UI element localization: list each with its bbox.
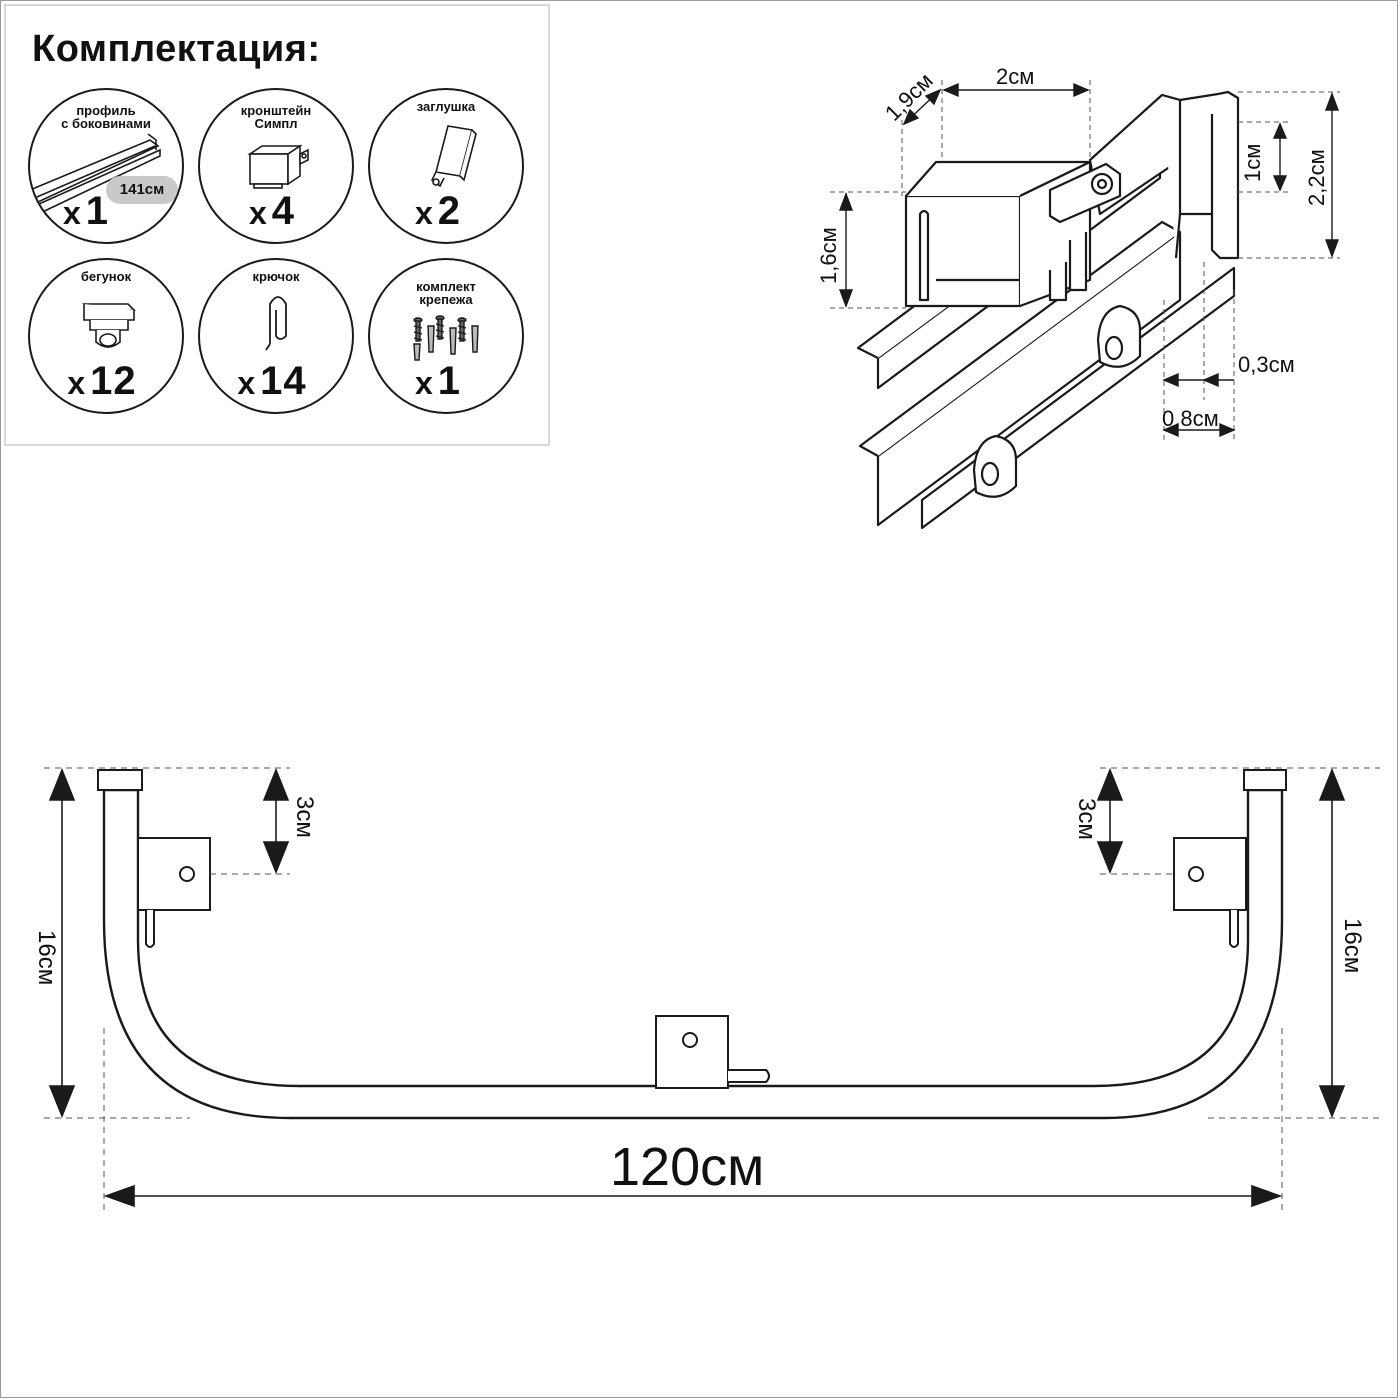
kit-item-label: комплект крепежа <box>416 279 476 307</box>
bracket-left <box>137 837 211 911</box>
dim-right-offset: 3см <box>1073 798 1100 840</box>
dim-left-height: 16см <box>33 930 60 986</box>
length-badge: 141см <box>106 176 178 204</box>
lower-rail <box>876 230 1182 527</box>
profile-rail-icon <box>30 133 161 217</box>
kit-item-label: профиль с боковинами <box>61 103 151 131</box>
dim-width: 2см <box>996 64 1035 89</box>
kit-title: Комплектация: <box>32 28 321 70</box>
glider-icon <box>82 303 136 348</box>
bracket-right <box>1173 837 1247 911</box>
screws-icon <box>413 315 479 361</box>
bracket-middle <box>655 1015 729 1089</box>
dim-lip: 0,8см <box>1162 406 1219 431</box>
kit-item-label: заглушка <box>416 99 476 114</box>
kit-panel: Комплектация: профиль с боковинами 141см… <box>4 4 550 446</box>
dim-gap: 0,3см <box>1238 352 1295 377</box>
dim-total-width: 120см <box>610 1137 765 1197</box>
bracket-icon <box>247 144 309 189</box>
dim-right-height: 16см <box>1339 918 1366 974</box>
hook-icon <box>265 296 287 351</box>
kit-item-label: кронштейн Симпл <box>240 103 312 131</box>
end-caps <box>97 769 1287 791</box>
dim-left-offset: 3см <box>291 796 318 838</box>
end-cap-icon <box>430 125 477 188</box>
kit-item-label: крючок <box>252 269 300 284</box>
kit-item-label: бегунок <box>80 269 132 284</box>
